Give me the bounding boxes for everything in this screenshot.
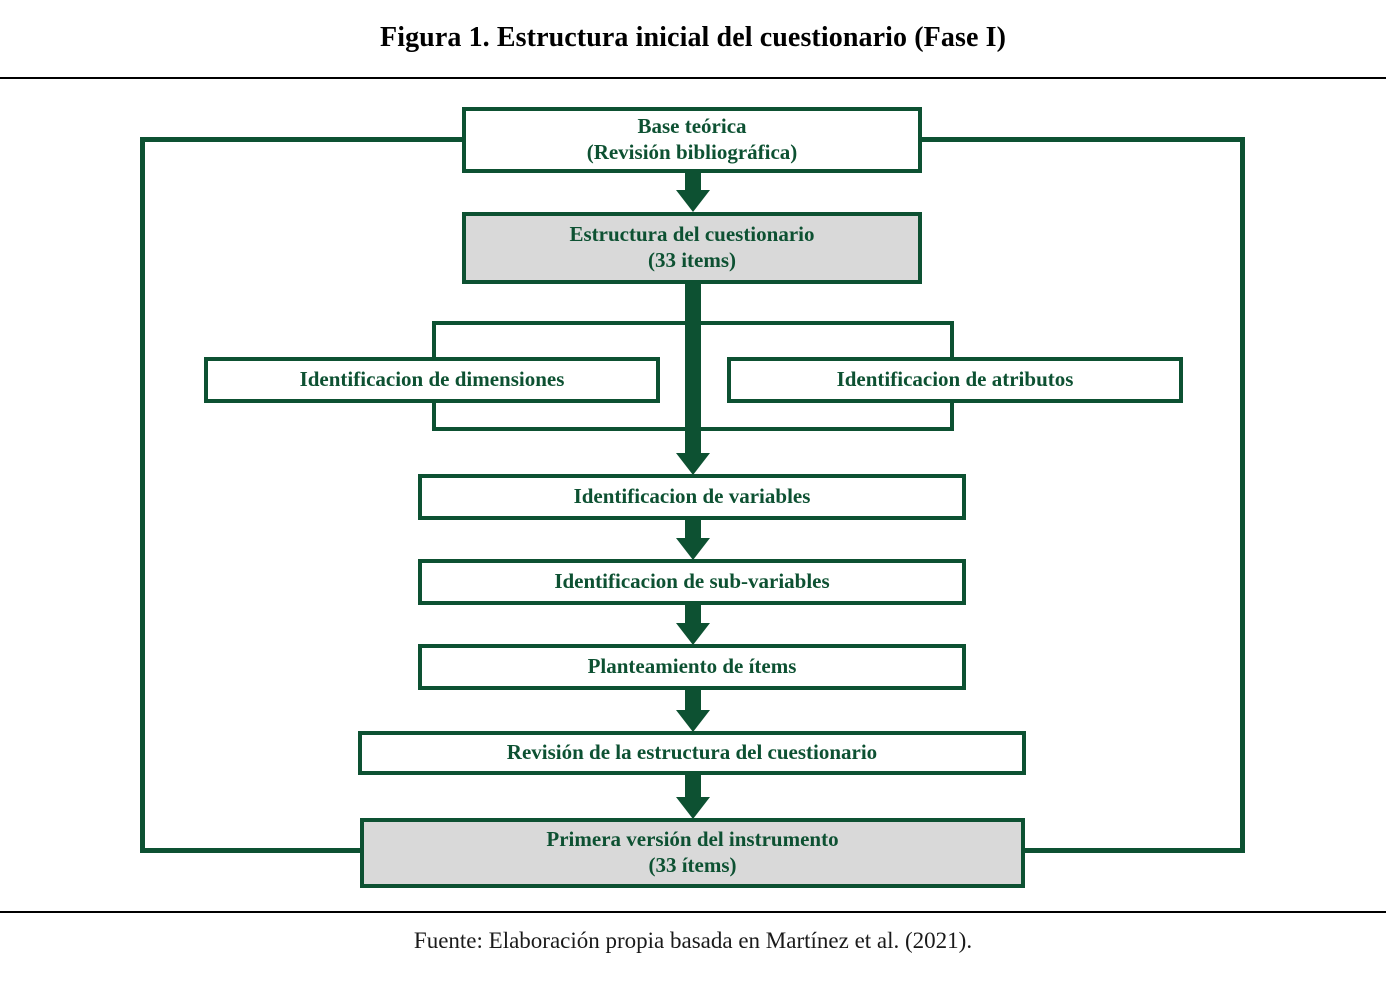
node-primera-version-instrumento-label: Primera versión del instrumento (33 ítem… [546,827,839,877]
feedback-loop-bottom-right [1020,848,1245,853]
node-identificacion-variables[interactable]: Identificacion de variables [418,474,966,520]
node-identificacion-atributos-label: Identificacion de atributos [836,367,1074,392]
node-base-teorica-label: Base teórica (Revisión bibliográfica) [586,114,798,164]
arrow-variables-to-subvariables [676,520,710,560]
page-title: Figura 1. Estructura inicial del cuestio… [379,22,1006,53]
node-identificacion-atributos[interactable]: Identificacion de atributos [727,357,1183,403]
feedback-loop-right-vertical [1240,137,1245,853]
connector-shaft-estructura-to-variables [685,284,701,454]
arrow-branch-to-variables [676,431,710,475]
node-base-teorica[interactable]: Base teórica (Revisión bibliográfica) [462,107,922,173]
divider-top [0,77,1386,79]
node-identificacion-dimensiones-label: Identificacion de dimensiones [299,367,565,392]
node-revision-estructura[interactable]: Revisión de la estructura del cuestionar… [358,731,1026,775]
feedback-loop-left-stub [140,137,466,142]
feedback-loop-right-stub [919,137,1245,142]
node-identificacion-dimensiones[interactable]: Identificacion de dimensiones [204,357,660,403]
feedback-loop-left-vertical [140,137,145,853]
divider-bottom [0,911,1386,913]
node-identificacion-subvariables-label: Identificacion de sub-variables [554,569,830,594]
arrow-items-to-revision [676,690,710,732]
node-identificacion-subvariables[interactable]: Identificacion de sub-variables [418,559,966,605]
node-planteamiento-items-label: Planteamiento de ítems [587,654,797,679]
node-estructura-cuestionario[interactable]: Estructura del cuestionario (33 items) [462,212,922,284]
arrow-revision-to-primera-version [676,775,710,819]
node-revision-estructura-label: Revisión de la estructura del cuestionar… [506,740,878,765]
feedback-loop-bottom-left [140,848,365,853]
node-estructura-cuestionario-label: Estructura del cuestionario (33 items) [569,222,815,272]
node-planteamiento-items[interactable]: Planteamiento de ítems [418,644,966,690]
arrow-subvariables-to-items [676,605,710,645]
arrow-base-to-estructura [676,173,710,212]
node-primera-version-instrumento[interactable]: Primera versión del instrumento (33 ítem… [360,818,1025,888]
source-caption: Fuente: Elaboración propia basada en Mar… [413,928,973,953]
node-identificacion-variables-label: Identificacion de variables [573,484,811,509]
